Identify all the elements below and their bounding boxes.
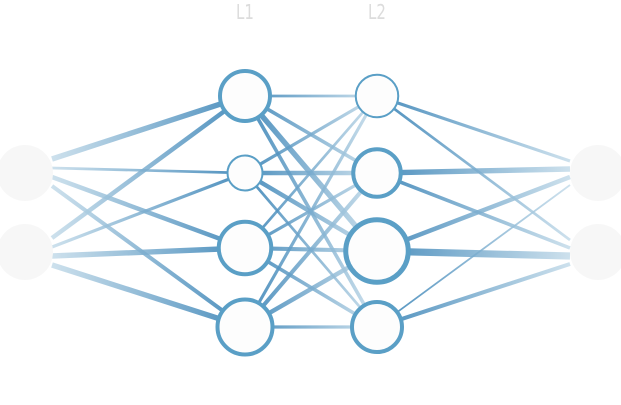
edge-h1-h2	[244, 94, 378, 175]
hidden-layer-1-node	[216, 219, 274, 277]
edge-h2-output	[376, 94, 571, 163]
edge-input-h1	[51, 93, 246, 162]
hidden-layer-2-node	[343, 217, 411, 285]
hidden-layer-2-node	[354, 73, 400, 119]
edge-h2-output	[376, 171, 571, 250]
edge-h1-h2	[243, 95, 379, 328]
edge-h1-h2	[243, 171, 379, 329]
hidden-layer-1-node	[226, 154, 264, 192]
edge-h2-output	[376, 174, 571, 254]
edge-h1-h2	[243, 95, 379, 249]
edge-h2-output	[376, 94, 571, 242]
edge-input-h1	[50, 184, 247, 329]
hidden-layer-2-node	[350, 300, 404, 354]
edge-input-h1	[51, 171, 246, 249]
hidden-layer-2-node	[351, 147, 403, 199]
edge-input-h1	[51, 245, 246, 259]
layer-label-l2: L2	[368, 0, 386, 24]
input-node	[0, 224, 53, 280]
edge-input-h1	[50, 94, 247, 240]
edge-input-h1	[51, 166, 246, 175]
edge-input-h1	[51, 262, 246, 330]
output-node	[570, 224, 621, 280]
hidden-layer-1-node	[215, 297, 275, 357]
hidden-layer-1-node	[218, 69, 272, 123]
edge-h2-output	[376, 262, 571, 329]
layer-label-l1: L1	[236, 0, 254, 24]
input-node	[0, 145, 53, 201]
output-node	[570, 145, 621, 201]
edge-input-h1	[51, 174, 246, 251]
edge-h2-output	[376, 166, 571, 176]
edge-h2-output	[376, 184, 571, 328]
